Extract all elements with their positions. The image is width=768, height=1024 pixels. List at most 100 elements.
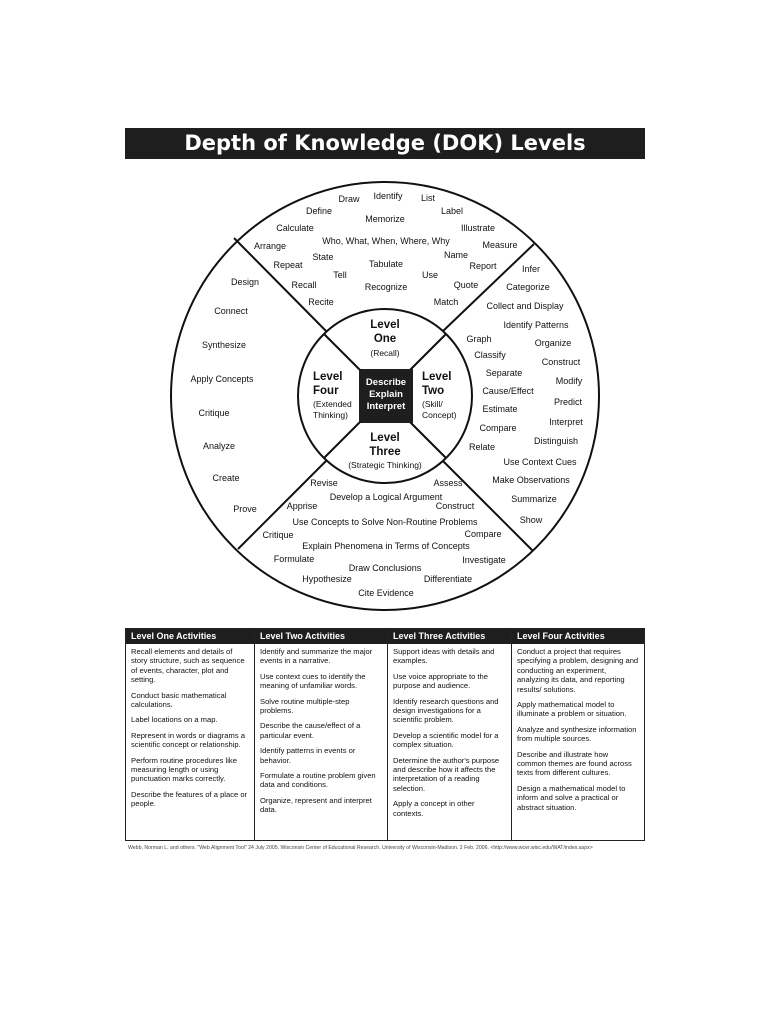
- verb-create: Create: [212, 473, 239, 483]
- level-one-activities-column: Level One Activities Recall elements and…: [126, 629, 255, 840]
- level-three-label-2: Three: [369, 446, 400, 458]
- level-two-label-1: Level: [422, 371, 451, 383]
- divider-bottom-right: [441, 459, 534, 552]
- verb-critique-l3: Critique: [262, 530, 293, 540]
- verb-connect: Connect: [214, 306, 248, 316]
- verb-differentiate: Differentiate: [424, 574, 472, 584]
- verb-make-observations: Make Observations: [492, 475, 570, 485]
- verb-define: Define: [306, 206, 332, 216]
- verb-state: State: [312, 252, 333, 262]
- verb-use-concepts: Use Concepts to Solve Non-Routine Proble…: [292, 517, 478, 527]
- level-one-label-1: Level: [370, 319, 399, 331]
- activity-item: Identify patterns in events or behavior.: [260, 746, 356, 765]
- verb-estimate: Estimate: [482, 404, 517, 414]
- verb-interpret: Interpret: [549, 417, 583, 427]
- verb-categorize: Categorize: [506, 282, 550, 292]
- verb-recognize: Recognize: [365, 282, 408, 292]
- activity-item: Organize, represent and interpret data.: [260, 795, 372, 815]
- level-three-sub: (Strategic Thinking): [348, 460, 422, 470]
- level-one-sub: (Recall): [370, 348, 399, 358]
- verb-design: Design: [231, 277, 259, 287]
- activity-item: Conduct a project that requires specifyi…: [517, 647, 639, 694]
- verb-who-what-when: Who, What, When, Where, Why: [322, 236, 450, 246]
- activities-table: Level One Activities Recall elements and…: [125, 628, 645, 841]
- level-four-sub-1: (Extended: [313, 399, 352, 409]
- verb-memorize: Memorize: [365, 214, 405, 224]
- level-two-label-2: Two: [422, 385, 444, 397]
- verb-summarize: Summarize: [511, 494, 557, 504]
- activity-item: Develop a scientific model for a complex…: [393, 730, 499, 750]
- activity-item: Apply mathematical model to illuminate a…: [517, 700, 627, 719]
- verb-tell: Tell: [333, 270, 347, 280]
- verb-apprise: Apprise: [287, 501, 318, 511]
- verb-construct-l3: Construct: [436, 501, 475, 511]
- level-three-label-1: Level: [370, 432, 399, 444]
- activity-item: Label locations on a map.: [131, 715, 218, 725]
- activity-item: Apply a concept in other contexts.: [393, 799, 475, 818]
- inner-divider-bl: [323, 421, 361, 459]
- column-heading: Level Four Activities: [512, 629, 644, 644]
- verb-develop-logical-argument: Develop a Logical Argument: [330, 492, 443, 502]
- verb-name: Name: [444, 250, 468, 260]
- verb-assess: Assess: [433, 478, 463, 488]
- verb-compare-l2: Compare: [479, 423, 516, 433]
- activity-item: Design a mathematical model to inform an…: [517, 783, 626, 812]
- verb-hypothesize: Hypothesize: [302, 574, 352, 584]
- verb-show: Show: [520, 515, 543, 525]
- activity-item: Perform routine procedures like measurin…: [131, 755, 237, 784]
- activity-item: Formulate a routine problem given data a…: [260, 771, 376, 790]
- verb-analyze: Analyze: [203, 441, 235, 451]
- verb-use-context-cues: Use Context Cues: [503, 457, 577, 467]
- verb-investigate: Investigate: [462, 555, 506, 565]
- activity-item: Use context cues to identify the meaning…: [260, 671, 366, 691]
- verb-apply-concepts: Apply Concepts: [190, 374, 254, 384]
- column-heading: Level One Activities: [126, 629, 254, 644]
- divider-bottom-left: [237, 459, 328, 550]
- level-one-label-2: One: [374, 333, 396, 345]
- verb-tabulate: Tabulate: [369, 259, 403, 269]
- activity-item: Describe the cause/effect of a particula…: [260, 721, 361, 740]
- verb-list: List: [421, 193, 436, 203]
- verb-modify: Modify: [556, 376, 583, 386]
- verb-compare-l3: Compare: [464, 529, 501, 539]
- verb-formulate: Formulate: [274, 554, 315, 564]
- verb-measure: Measure: [482, 240, 517, 250]
- verb-collect-and-display: Collect and Display: [486, 301, 564, 311]
- verb-identify-patterns: Identify Patterns: [503, 320, 569, 330]
- inner-divider-tl: [323, 333, 361, 371]
- column-heading: Level Two Activities: [255, 629, 387, 644]
- verb-graph: Graph: [466, 334, 491, 344]
- level-four-activities-column: Level Four Activities Conduct a project …: [512, 629, 644, 840]
- verb-recite: Recite: [308, 297, 334, 307]
- inner-divider-br: [409, 421, 447, 459]
- verb-predict: Predict: [554, 397, 583, 407]
- activity-item: Describe the features of a place or peop…: [131, 789, 248, 809]
- verb-distinguish: Distinguish: [534, 436, 578, 446]
- verb-separate: Separate: [486, 368, 523, 378]
- verb-prove: Prove: [233, 504, 257, 514]
- verb-illustrate: Illustrate: [461, 223, 495, 233]
- verb-identify: Identify: [373, 191, 403, 201]
- verb-cause-effect: Cause/Effect: [482, 386, 534, 396]
- activity-item: Solve routine multiple-step problems.: [260, 696, 350, 716]
- center-label-3: Interpret: [367, 401, 406, 412]
- verb-classify: Classify: [474, 350, 506, 360]
- activity-item: Determine the author's purpose and descr…: [393, 755, 500, 793]
- verb-draw: Draw: [338, 194, 360, 204]
- verb-label: Label: [441, 206, 463, 216]
- activity-item: Support ideas with details and examples.: [393, 647, 495, 666]
- verb-repeat: Repeat: [273, 260, 303, 270]
- activity-item: Represent in words or diagrams a scienti…: [131, 730, 245, 750]
- divider-top-left: [233, 237, 328, 333]
- verb-draw-conclusions: Draw Conclusions: [349, 563, 422, 573]
- center-label-2: Explain: [369, 389, 403, 400]
- verb-construct-l2: Construct: [542, 357, 581, 367]
- level-two-sub-2: Concept): [422, 410, 457, 420]
- activity-item: Describe and illustrate how common theme…: [517, 749, 632, 778]
- activity-item: Identify and summarize the major events …: [260, 647, 373, 666]
- page-title: Depth of Knowledge (DOK) Levels: [125, 128, 645, 159]
- verb-arrange: Arrange: [254, 241, 286, 251]
- column-heading: Level Three Activities: [388, 629, 511, 644]
- activity-item: Recall elements and details of story str…: [131, 647, 245, 685]
